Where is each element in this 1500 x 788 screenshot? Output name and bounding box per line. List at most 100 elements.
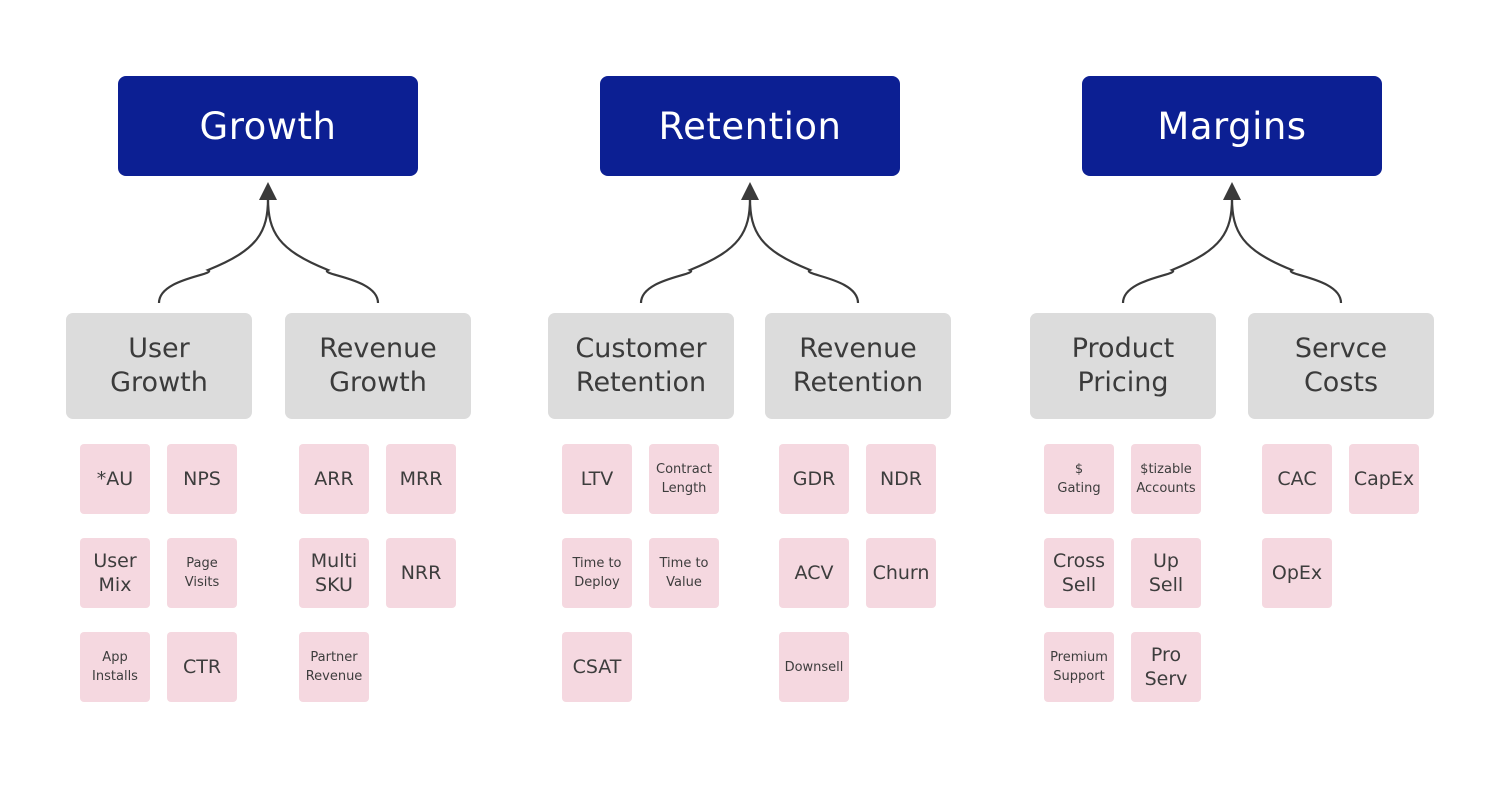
metric-line: Cross: [1052, 550, 1106, 572]
metric-line: Time to: [572, 556, 622, 571]
sub-category-line: Retention: [792, 367, 924, 398]
metric-line: ARR: [314, 468, 354, 490]
metric-mrr: MRR: [386, 444, 456, 514]
metric-line: Revenue: [305, 669, 363, 684]
metric-gdr: GDR: [779, 444, 849, 514]
metric-nps: NPS: [167, 444, 237, 514]
metric-line: $tizable: [1140, 462, 1192, 477]
metric-line: SKU: [315, 574, 353, 596]
pillar-title: Growth: [199, 104, 337, 148]
metric-line: Churn: [872, 562, 930, 584]
metric-line: LTV: [580, 468, 614, 490]
metric-line: Partner: [310, 650, 358, 665]
metric-au: *AU: [80, 444, 150, 514]
sub-category-line: User: [128, 333, 190, 364]
connector-curve: [266, 197, 380, 304]
metric-nrr: NRR: [386, 538, 456, 608]
metric-line: CTR: [182, 656, 222, 678]
metric-ctr: CTR: [167, 632, 237, 702]
metric-cac: CAC: [1262, 444, 1332, 514]
metric-line: User: [93, 550, 137, 572]
metric-line: Deploy: [574, 575, 620, 590]
pillar-margins: Margins: [1082, 76, 1382, 176]
connector-curve: [639, 197, 752, 304]
connector-curve: [1121, 197, 1234, 304]
arrowhead: [1223, 182, 1241, 200]
metric-csat: CSAT: [562, 632, 632, 702]
metric-line: CapEx: [1353, 468, 1415, 490]
metric-downsell: Downsell: [779, 632, 849, 702]
sub-category-line: Servce: [1294, 333, 1388, 364]
pillar-title: Retention: [658, 104, 842, 148]
connector-curve: [748, 197, 860, 304]
pillar-retention: Retention: [600, 76, 900, 176]
arrowhead: [741, 182, 759, 200]
metric-line: Multi: [310, 550, 358, 572]
metric-line: Up: [1153, 550, 1179, 572]
metric-time-to-value: Time to Value: [649, 538, 719, 608]
metric-gating: $Gating: [1044, 444, 1114, 514]
metric-line: OpEx: [1271, 562, 1323, 584]
sub-category-line: Growth: [110, 367, 208, 398]
metric-line: NDR: [879, 468, 923, 490]
metric-line: $: [1074, 462, 1084, 477]
metric-line: Installs: [92, 669, 138, 684]
metric-line: Pro: [1150, 644, 1182, 666]
metric-line: Premium: [1050, 650, 1108, 665]
metric-line: MRR: [399, 468, 443, 490]
sub-category-line: Growth: [329, 367, 427, 398]
metric-line: Contract: [656, 462, 712, 477]
metric-line: Accounts: [1136, 481, 1196, 496]
metric-line: ACV: [794, 562, 834, 584]
metric-line: NPS: [183, 468, 221, 490]
metric-line: CSAT: [572, 656, 622, 678]
sub-category-line: Retention: [575, 367, 707, 398]
metric-line: Sell: [1148, 574, 1184, 596]
metric-line: Mix: [98, 574, 132, 596]
metric-ltv: LTV: [562, 444, 632, 514]
metric-line: Serv: [1144, 668, 1188, 690]
metric-line: Page: [186, 556, 218, 571]
sub-category-line: Pricing: [1077, 367, 1169, 398]
metric-line: Support: [1053, 669, 1105, 684]
metric-line: GDR: [792, 468, 836, 490]
metric-opex: OpEx: [1262, 538, 1332, 608]
metric-line: *AU: [96, 468, 134, 490]
pillar-growth: Growth: [118, 76, 418, 176]
sub-category-line: Product: [1071, 333, 1175, 364]
metric-line: Length: [661, 481, 707, 496]
metric-line: Visits: [184, 575, 220, 590]
metric-line: NRR: [400, 562, 442, 584]
metric-line: CAC: [1277, 468, 1317, 490]
metric-acv: ACV: [779, 538, 849, 608]
metric-line: Value: [666, 575, 702, 590]
sub-category-line: Costs: [1303, 367, 1379, 398]
pillar-title: Margins: [1157, 104, 1307, 148]
arrowhead: [259, 182, 277, 200]
connector-curve: [1230, 197, 1343, 304]
metric-line: Downsell: [784, 659, 844, 675]
metric-capex: CapEx: [1349, 444, 1419, 514]
metric-time-to-deploy: Time to Deploy: [562, 538, 632, 608]
sub-category-line: Revenue: [319, 333, 437, 364]
metric-line: Time to: [659, 556, 709, 571]
